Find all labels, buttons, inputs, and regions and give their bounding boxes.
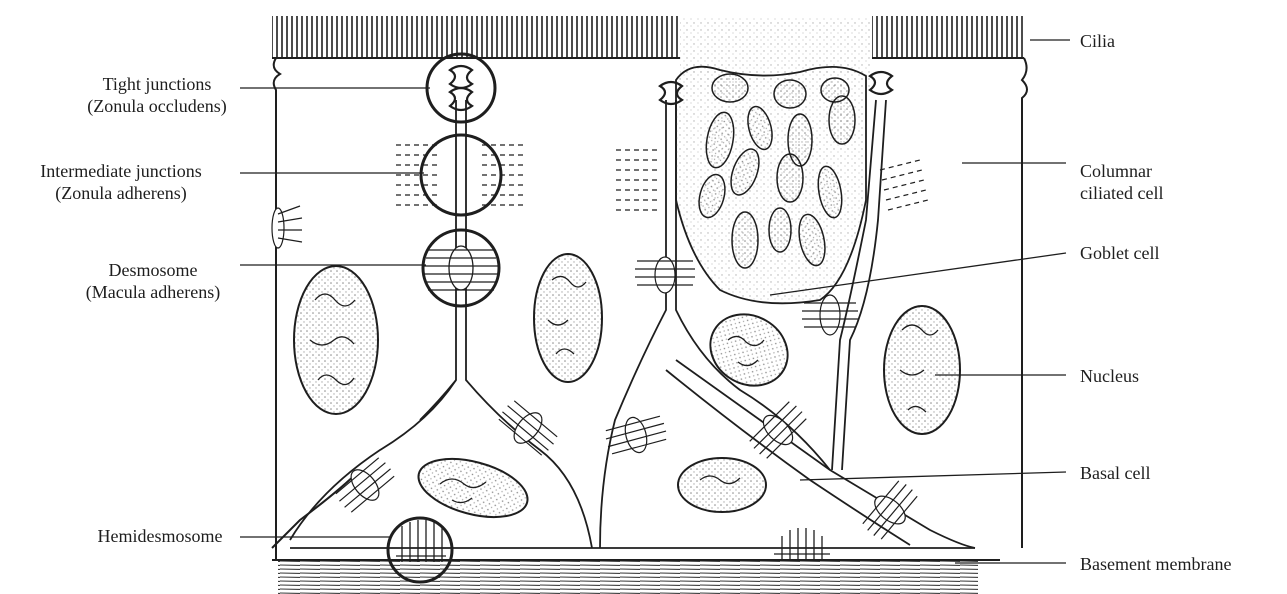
label-tight-line2: (Zonula occludens) (72, 95, 242, 117)
label-intermediate-line2: (Zonula adherens) (8, 182, 234, 204)
nucleus-center (534, 254, 602, 382)
label-tight-junctions: Tight junctions (Zonula occludens) (72, 73, 242, 117)
goblet-cell (676, 67, 866, 304)
nucleus-goblet (697, 301, 800, 400)
cell-boundaries (290, 100, 975, 548)
nucleus-basal-right (678, 458, 766, 512)
label-hemidesmosome: Hemidesmosome (80, 525, 240, 547)
label-desmosome-line2: (Macula adherens) (68, 281, 238, 303)
label-goblet-cell: Goblet cell (1080, 242, 1159, 264)
nucleus-left (294, 266, 378, 414)
label-tight-line1: Tight junctions (72, 73, 242, 95)
label-desmosome-line1: Desmosome (68, 259, 238, 281)
cilia-band (272, 16, 1024, 88)
label-nucleus: Nucleus (1080, 365, 1139, 387)
label-columnar-line1: Columnar (1080, 160, 1163, 182)
label-columnar-ciliated-cell: Columnar ciliated cell (1080, 160, 1163, 204)
label-cilia: Cilia (1080, 30, 1115, 52)
label-intermediate-line1: Intermediate junctions (8, 160, 234, 182)
nucleus-right (884, 306, 960, 434)
label-intermediate-junctions: Intermediate junctions (Zonula adherens) (8, 160, 234, 204)
chromatin-marks (310, 276, 938, 502)
basement-membrane (278, 560, 978, 594)
label-basement-membrane: Basement membrane (1080, 553, 1231, 575)
label-desmosome: Desmosome (Macula adherens) (68, 259, 238, 303)
label-hemidesmosome-line1: Hemidesmosome (80, 525, 240, 547)
label-columnar-line2: ciliated cell (1080, 182, 1163, 204)
label-basal-cell: Basal cell (1080, 462, 1150, 484)
